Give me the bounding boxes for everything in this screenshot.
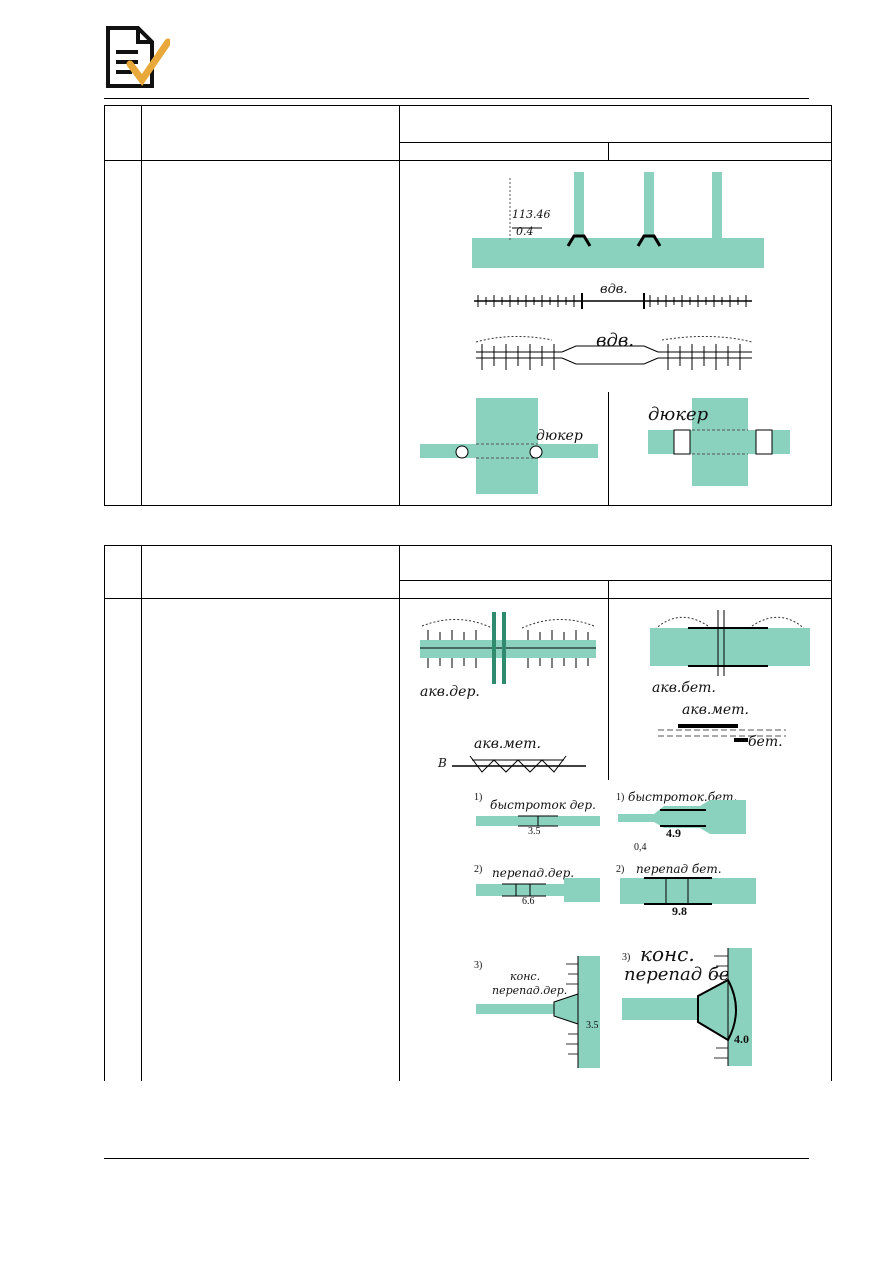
elevation-sub: 0.4 [516, 225, 534, 238]
cantilever-drop-concrete-figure [622, 948, 752, 1066]
document-check-icon [106, 26, 172, 88]
figure-number: 2) [474, 864, 483, 875]
aqueduct-metal-label: акв.мет. [474, 736, 541, 752]
drop-concrete-figure [620, 877, 756, 905]
footer-rule [104, 1158, 809, 1159]
fast-flow-concrete-value: 4.9 [666, 826, 681, 840]
drop-concrete-value: 9.8 [672, 904, 687, 918]
culvert-right-figure [648, 398, 790, 486]
aqueduct-metal-label-2: акв.мет. [682, 702, 749, 718]
figure-number: 1) [616, 792, 625, 803]
aqueduct-wood-figure [420, 612, 596, 684]
aqueduct-narrowing-figure [475, 335, 753, 370]
fast-flow-wood-value: 3.5 [528, 826, 541, 837]
aqueduct-metal-prefix: B [438, 756, 447, 770]
cantilever-drop-concrete-value: 4.0 [734, 1032, 749, 1046]
aqueduct-metal-concrete-figure [658, 724, 786, 742]
culvert-left-figure [420, 398, 598, 494]
culvert-left-label: дюкер [536, 428, 583, 444]
aqueduct-wood-label: акв.дер. [420, 684, 480, 700]
drop-wood-label: перепад.дер. [492, 866, 575, 880]
cantilever-drop-wood-value: 3.5 [586, 1020, 599, 1031]
cantilever-label: конс. [510, 970, 541, 983]
drop-wood-value: 6.6 [522, 896, 535, 907]
aqueduct-metal-figure [452, 755, 586, 773]
aqueduct-concrete-figure [650, 610, 810, 676]
fast-flow-wood-label: быстроток дер. [490, 798, 596, 812]
figure-number: 2) [616, 864, 625, 875]
header-logo [104, 24, 172, 90]
cantilever-drop-wood-label: перепад.дер. [492, 984, 568, 997]
drop-wood-figure [476, 878, 600, 902]
canal-with-branches-figure [472, 172, 764, 268]
cantilever-drop-concrete-label: перепад бет. [624, 964, 753, 985]
water-line-figure [474, 293, 752, 309]
aqueduct-concrete-label: акв.бет. [652, 680, 716, 696]
figure-number: 3) [622, 952, 631, 963]
figure-number: 3) [474, 960, 483, 971]
fast-flow-concrete-figure [618, 800, 746, 834]
fast-flow-wood-figure [476, 815, 600, 827]
drop-concrete-label: перепад бет. [636, 862, 722, 876]
header-rule [104, 98, 809, 99]
cantilever-label-2: конс. [640, 942, 695, 966]
cantilever-drop-wood-figure [476, 956, 600, 1068]
aqueduct-narrowing-label: вдв. [596, 330, 635, 351]
concrete-label: бет. [748, 734, 783, 750]
fast-flow-concrete-sub: 0,4 [634, 842, 647, 853]
water-line-label: вдв. [600, 282, 628, 297]
figure-number: 1) [474, 792, 483, 803]
elevation-value: 113.46 [512, 208, 551, 221]
culvert-right-label: дюкер [648, 404, 709, 425]
